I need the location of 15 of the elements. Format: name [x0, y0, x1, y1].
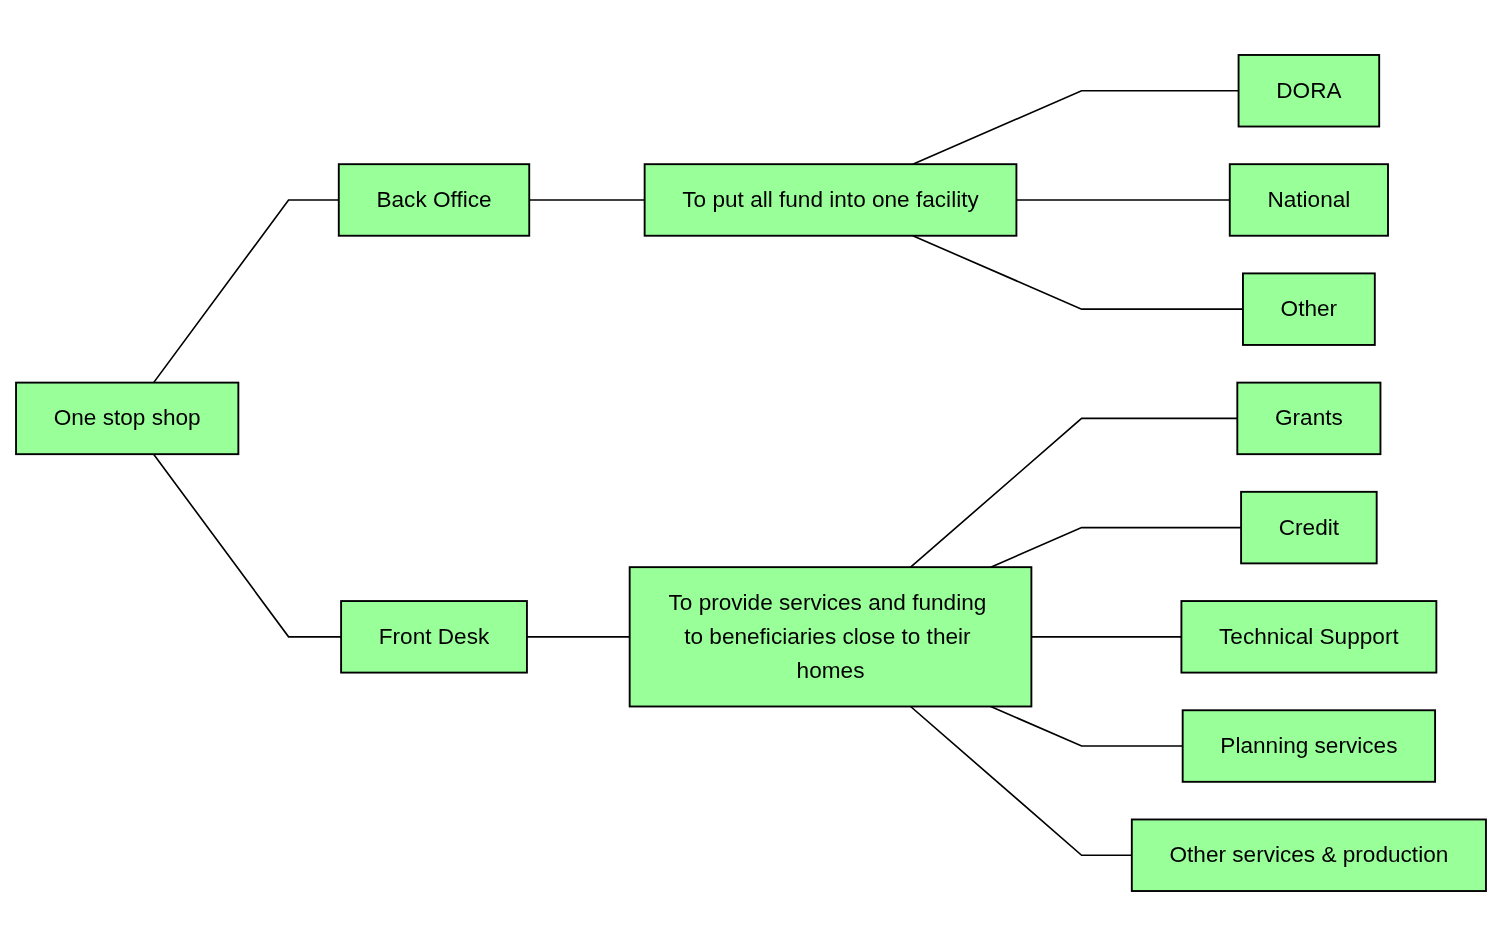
- node-box: Credit: [1240, 490, 1378, 565]
- node-box: Grants: [1236, 381, 1382, 456]
- node-box: DORA: [1237, 54, 1381, 128]
- node-box: To put all fund into one facility: [643, 163, 1018, 237]
- node-box: Back Office: [337, 163, 531, 237]
- node-box: Other services & production: [1130, 818, 1487, 892]
- node-box: Technical Support: [1180, 600, 1438, 674]
- node-box: National: [1228, 163, 1389, 237]
- node-box: Planning services: [1181, 709, 1437, 783]
- node-box: Other: [1242, 272, 1376, 346]
- connector: [989, 526, 1242, 568]
- node-box: Front Desk: [340, 600, 528, 674]
- node-box: One stop shop: [15, 381, 240, 456]
- node-box: To provide services and funding to beneficiaries close to their homes: [628, 566, 1033, 708]
- connector: [152, 453, 342, 638]
